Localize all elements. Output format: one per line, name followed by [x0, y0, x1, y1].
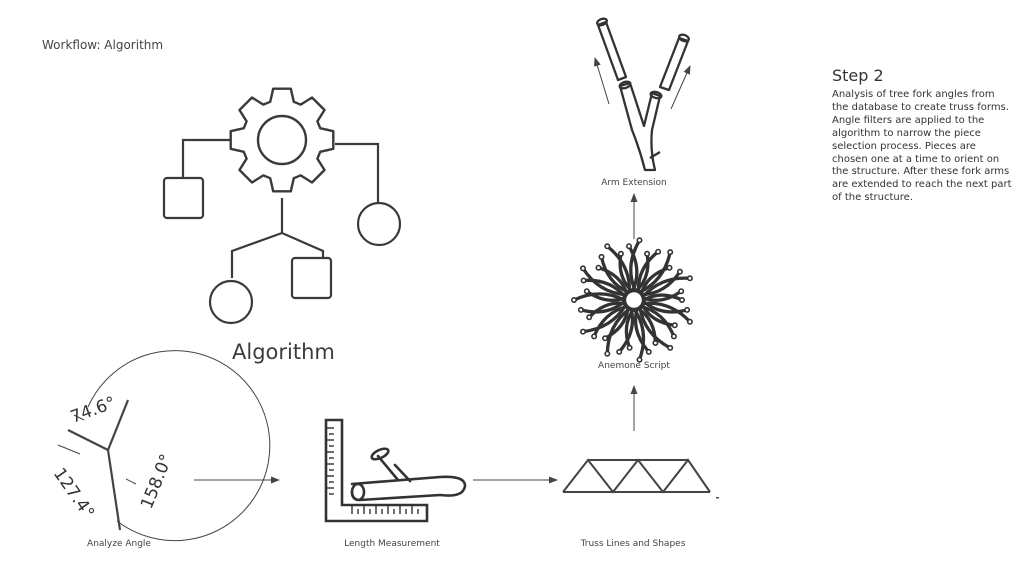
truss-lines-label: Truss Lines and Shapes — [580, 539, 686, 549]
workflow-title: Workflow: Algorithm — [42, 38, 164, 52]
circle-node-right-icon — [356, 201, 402, 247]
arm-extension-icon — [596, 17, 690, 172]
algorithm-label: Algorithm — [232, 340, 335, 364]
square-node-bottom-icon — [290, 256, 333, 300]
angle-analysis-icon — [57, 350, 271, 542]
algorithm-connectors — [181, 138, 380, 278]
step-description: Analysis of tree fork angles from the da… — [832, 89, 1012, 204]
gear-icon — [229, 87, 335, 193]
angle-label-158-0: 158.0° — [137, 451, 177, 512]
square-ruler-icon — [324, 418, 429, 523]
length-measurement-label: Length Measurement — [344, 539, 440, 549]
truss-icon — [562, 458, 711, 494]
circle-node-bottom-icon — [208, 279, 254, 325]
flow-arrows — [194, 193, 638, 484]
arm-extension-label: Arm Extension — [601, 178, 667, 188]
extension-arrows — [593, 57, 691, 110]
analyze-angle-label: Analyze Angle — [87, 539, 151, 549]
anemone-icon — [570, 237, 693, 363]
step-title: Step 2 — [832, 66, 884, 85]
angle-label-74-6: 74.6° — [68, 393, 118, 428]
anemone-script-label: Anemone Script — [598, 361, 670, 371]
truss-end-dot — [716, 497, 719, 499]
square-node-left-icon — [162, 176, 205, 220]
angle-label-127-4: 127.4° — [49, 464, 98, 522]
branch-piece-icon — [350, 447, 467, 502]
